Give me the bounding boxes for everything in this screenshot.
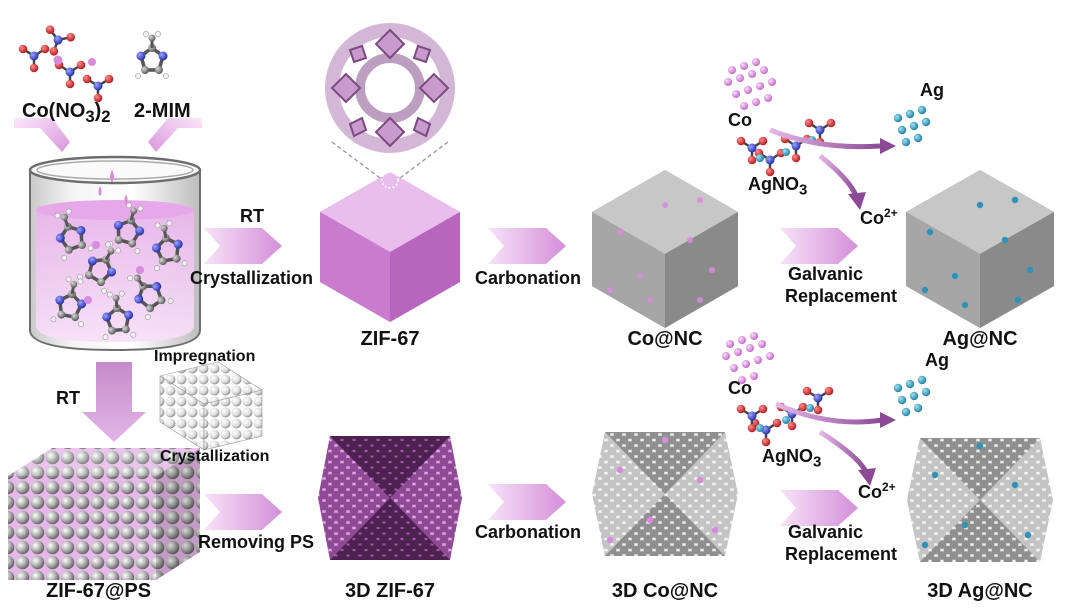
step-removing-ps-label: Removing PS (198, 532, 315, 552)
precursor-cobalt-label: Co(NO3)2 (22, 100, 111, 126)
arrow-crystallization (204, 228, 282, 264)
product-zif67-ps-label: ZIF-67@PS (46, 580, 152, 602)
product-ag-bottom-label: Ag (925, 350, 949, 370)
step-impregnation-label: Impregnation (154, 348, 256, 365)
reactant-co-bottom-label: Co (728, 378, 752, 398)
reactant-agno3-top-label: AgNO3 (748, 174, 808, 199)
galvanic-inset-top (724, 58, 931, 210)
step-rt-down-label: RT (56, 388, 80, 408)
3d-ag-nc-crystal-icon (907, 438, 1053, 562)
precursor-ligand-label: 2-MIM (134, 100, 191, 122)
product-co2-top-label: Co2+ (860, 206, 898, 228)
product-co2-bottom-label: Co2+ (858, 480, 896, 502)
zif67-crystal-icon (320, 171, 460, 322)
beaker-icon (28, 155, 202, 352)
reactant-co-top-label: Co (728, 110, 752, 130)
down-arrow (82, 362, 146, 442)
arrow-carbonation-top (488, 228, 566, 264)
zif67-ps-block-icon (8, 448, 200, 580)
2-mim-molecule-icon (133, 29, 171, 81)
step-replacement-bottom-label: Replacement (785, 544, 898, 564)
step-carbonation-top-label: Carbonation (475, 268, 581, 288)
step-galvanic-bottom-label: Galvanic (788, 522, 864, 542)
product-3d-zif67-label: 3D ZIF-67 (344, 580, 436, 602)
inflow-arrows (14, 118, 202, 152)
ps-sphere-stack-icon (159, 361, 263, 451)
galvanic-inset-bottom (722, 332, 931, 486)
product-3d-co-nc-label: 3D Co@NC (611, 580, 719, 602)
product-ag-top-label: Ag (920, 80, 944, 100)
reactant-agno3-bottom-label: AgNO3 (762, 446, 822, 471)
step-crystallization-label: Crystallization (190, 268, 314, 288)
co-nc-crystal-icon (592, 170, 738, 328)
product-co-nc-label: Co@NC (627, 328, 703, 350)
step-replacement-top-label: Replacement (785, 286, 898, 306)
step-carbonation-bottom-label: Carbonation (475, 522, 581, 542)
co-nitrate-molecule-icon (17, 22, 115, 104)
step-galvanic-top-label: Galvanic (788, 264, 864, 284)
arrow-galvanic-top (780, 228, 858, 264)
3d-co-nc-crystal-icon (592, 432, 738, 556)
product-zif67-label: ZIF-67 (360, 328, 420, 350)
arrow-galvanic-bottom (780, 490, 858, 526)
product-ag-nc-label: Ag@NC (942, 328, 1018, 350)
3d-zif67-crystal-icon (318, 436, 462, 560)
step-crystallization-2-label: Crystallization (160, 448, 270, 465)
ag-nc-crystal-icon (906, 170, 1054, 328)
product-3d-ag-nc-label: 3D Ag@NC (927, 580, 1033, 602)
zif67-framework-icon (325, 23, 455, 179)
arrow-removing-ps (204, 494, 282, 530)
arrow-carbonation-bottom (488, 484, 566, 520)
step-rt-label: RT (240, 206, 264, 226)
